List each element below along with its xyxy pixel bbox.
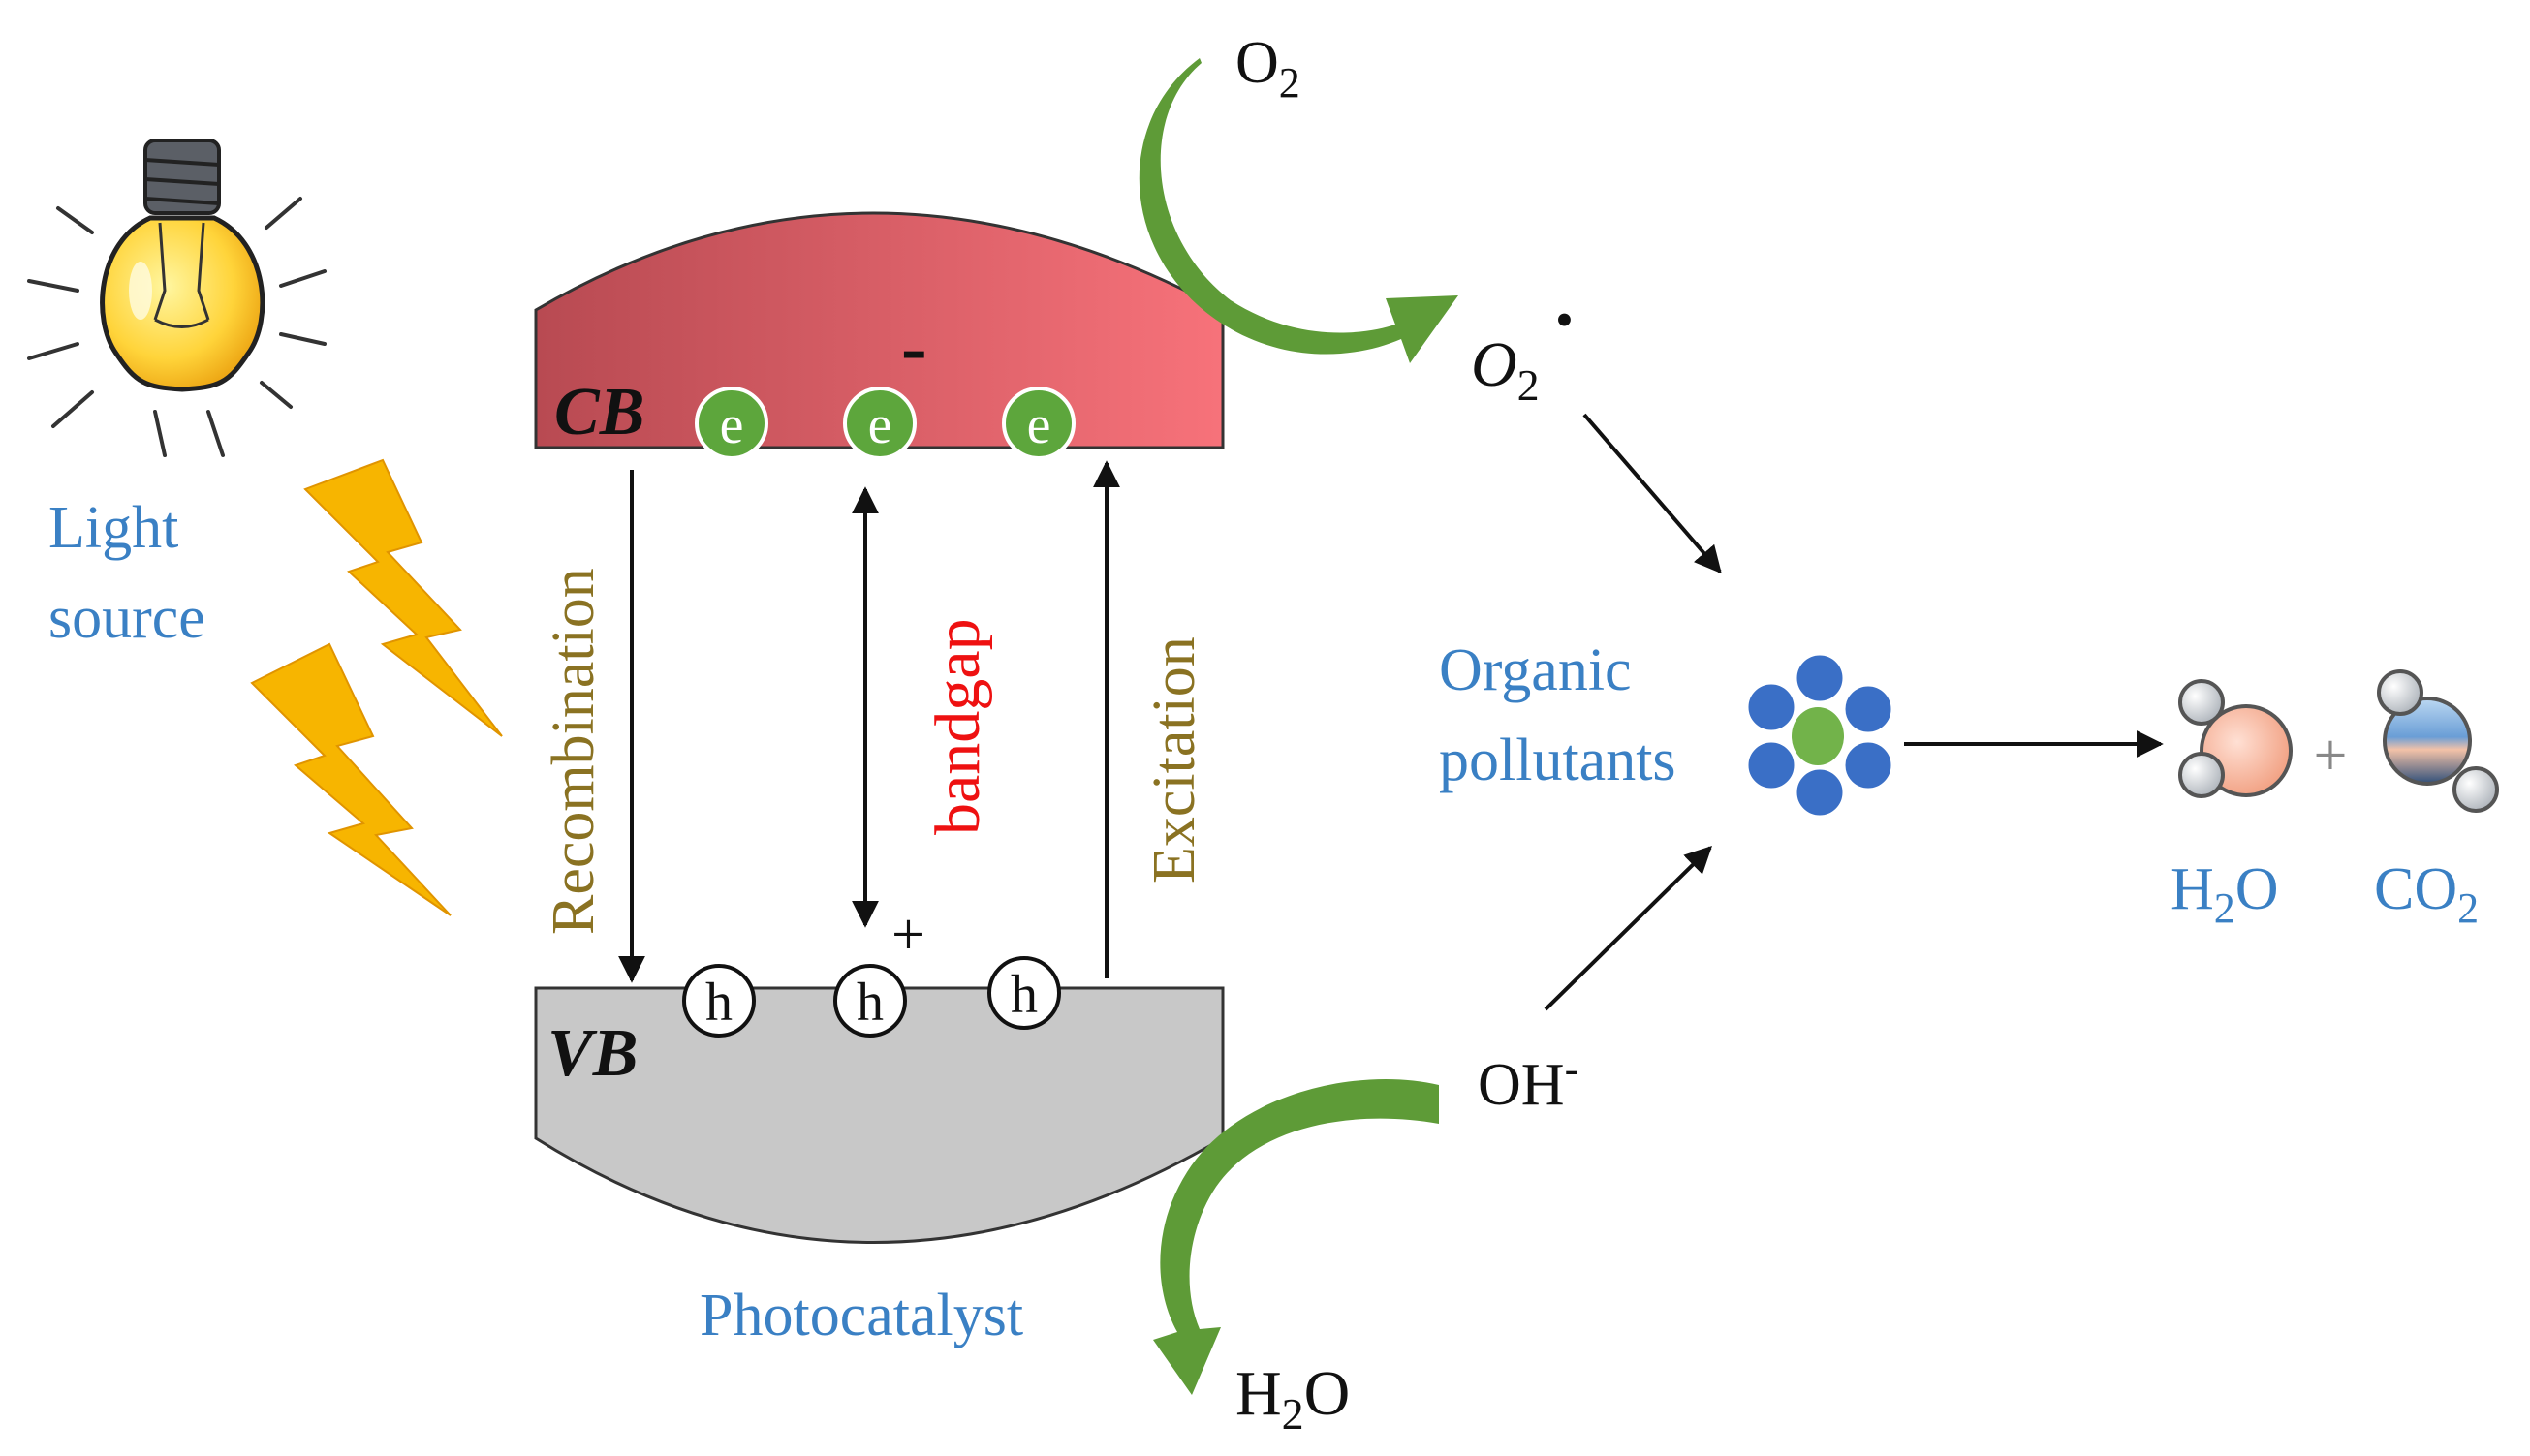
water-oxidation-arrow xyxy=(1153,1079,1439,1395)
hydroxide-species: OH- xyxy=(1478,1045,1578,1118)
electron-symbol: e xyxy=(868,395,892,455)
product-water-subscript: 2 xyxy=(2214,884,2235,932)
water-o: O xyxy=(1304,1358,1351,1429)
recombination-label: Recombination xyxy=(541,568,607,935)
hole-charge-plus: + xyxy=(891,902,925,968)
vb-label: VB xyxy=(547,1016,638,1091)
pollutants-label-1: Organic xyxy=(1439,637,1632,703)
light-bulb-icon xyxy=(27,139,327,457)
product-co2-base: CO xyxy=(2374,856,2457,922)
light-source-label-2: source xyxy=(48,585,205,651)
hole-3: h xyxy=(987,956,1061,1030)
hole-symbol: h xyxy=(857,973,884,1033)
o2-reduction-arrow xyxy=(1139,58,1458,363)
hydroxide-to-pollutant-arrow xyxy=(1544,846,1712,1011)
organic-pollutant-molecule-icon xyxy=(1745,652,1894,819)
superoxide-symbol: O xyxy=(1471,329,1517,400)
cb-label: CB xyxy=(554,375,644,449)
products-plus: + xyxy=(2314,723,2348,789)
electron-symbol: e xyxy=(720,395,744,455)
lightning-bolt-icon xyxy=(250,458,503,916)
excitation-label: Excitation xyxy=(1141,636,1207,883)
o2-species: O2 xyxy=(1235,30,1300,107)
light-source-label-1: Light xyxy=(48,495,178,561)
pollutants-label-2: pollutants xyxy=(1439,728,1676,793)
hole-1: h xyxy=(682,964,756,1038)
electron-3: e xyxy=(1002,387,1076,460)
o2-subscript: 2 xyxy=(1279,59,1300,107)
svg-text:H2O: H2O xyxy=(2171,856,2279,932)
electron-charge-minus: - xyxy=(901,305,927,390)
hole-symbol: h xyxy=(705,973,733,1033)
hole-2: h xyxy=(833,964,907,1038)
svg-text:O2: O2 xyxy=(1235,30,1300,107)
carbon-dioxide-product-label: CO2 xyxy=(2374,856,2479,932)
svg-text:CO2: CO2 xyxy=(2374,856,2479,932)
water-bottom: H2O xyxy=(1235,1358,1350,1439)
product-co2-subscript: 2 xyxy=(2457,884,2479,932)
carbon-dioxide-molecule-icon xyxy=(2377,669,2499,813)
hole-symbol: h xyxy=(1011,965,1038,1025)
water-molecule-icon xyxy=(2178,679,2293,798)
superoxide-subscript: 2 xyxy=(1517,360,1540,410)
electron-2: e xyxy=(843,387,917,460)
radical-dot: • xyxy=(1555,291,1574,349)
water-subscript: 2 xyxy=(1282,1389,1304,1439)
product-water-o: O xyxy=(2235,856,2279,922)
electron-symbol: e xyxy=(1027,395,1051,455)
o2-symbol: O xyxy=(1235,30,1279,96)
hydroxide-symbol: OH xyxy=(1478,1052,1565,1118)
bandgap-label: bandgap xyxy=(922,618,993,835)
hydroxide-superscript: - xyxy=(1565,1045,1579,1093)
water-h: H xyxy=(1235,1358,1282,1429)
electron-1: e xyxy=(695,387,768,460)
radical-to-pollutant-arrow xyxy=(1582,413,1722,574)
svg-text:O2: O2 xyxy=(1471,329,1540,410)
water-product-label: H2O xyxy=(2171,856,2279,932)
product-water-h: H xyxy=(2171,856,2214,922)
superoxide-radical: O2 • xyxy=(1471,291,1574,410)
svg-text:OH-: OH- xyxy=(1478,1045,1578,1118)
photocatalyst-label: Photocatalyst xyxy=(700,1283,1023,1348)
svg-text:H2O: H2O xyxy=(1235,1358,1350,1439)
valence-band xyxy=(534,986,1225,1244)
